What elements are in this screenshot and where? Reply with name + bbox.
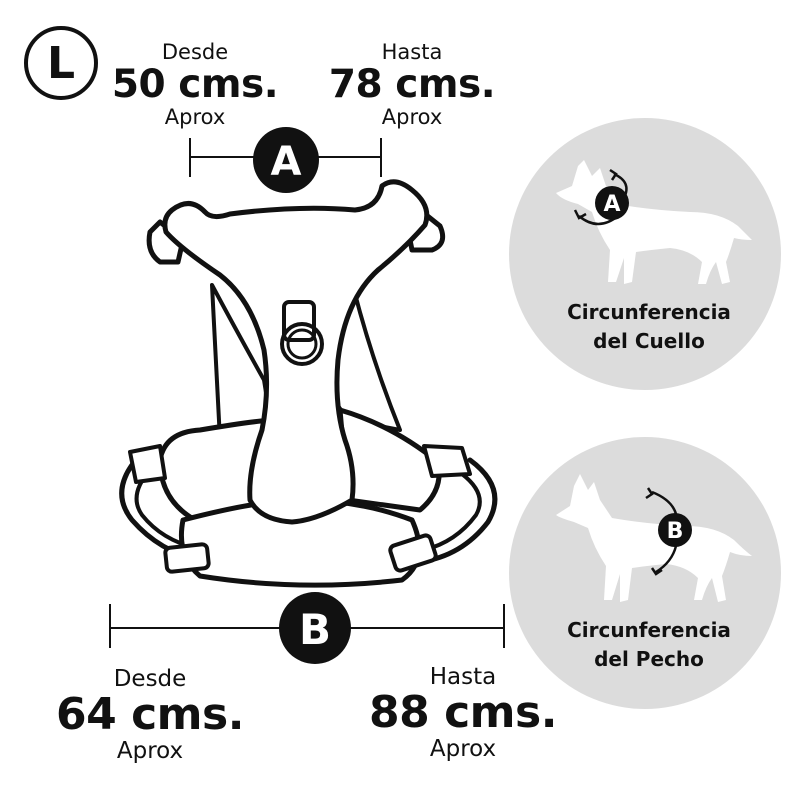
chest-marker: B (279, 592, 351, 664)
neck-to-value: 78 cms. (328, 62, 496, 107)
chest-circle-label-line1: Circunferencia (567, 618, 731, 642)
chest-to-value: 88 cms. (369, 687, 557, 738)
neck-to-suffix: Aprox (381, 105, 443, 129)
neck-from-prefix: Desde (161, 40, 229, 64)
neck-to-measurement: Hasta 78 cms. Aprox (322, 42, 502, 128)
size-label: L (46, 37, 76, 89)
neck-marker-letter: A (271, 139, 302, 185)
neck-from-measurement: Desde 50 cms. Aprox (105, 42, 285, 128)
size-badge: L (24, 26, 98, 100)
chest-to-prefix: Hasta (429, 664, 497, 690)
chest-circle-label: Circunferencia del Pecho (549, 616, 749, 674)
neck-to-prefix: Hasta (381, 40, 443, 64)
neck-from-suffix: Aprox (164, 105, 226, 129)
chest-from-prefix: Desde (113, 666, 187, 692)
neck-circle-label-line1: Circunferencia (567, 300, 731, 324)
chest-marker-letter: B (299, 605, 331, 654)
chest-from-suffix: Aprox (116, 738, 184, 764)
chest-circle-label-line2: del Pecho (594, 647, 704, 671)
harness-illustration (119, 179, 498, 588)
neck-circle-marker: A (595, 186, 629, 220)
chest-from-value: 64 cms. (56, 689, 244, 740)
neck-from-value: 50 cms. (111, 62, 279, 107)
chest-curved-arrow-icon (645, 487, 678, 576)
neck-marker: A (253, 127, 319, 193)
chest-from-measurement: Desde 64 cms. Aprox (45, 668, 255, 763)
chest-to-suffix: Aprox (429, 736, 497, 762)
chest-circle-marker-letter: B (667, 519, 684, 544)
neck-circle-marker-letter: A (603, 192, 620, 217)
neck-circle-label-line2: del Cuello (593, 329, 705, 353)
dog-silhouette-icon (556, 474, 752, 602)
neck-circle-label: Circunferencia del Cuello (549, 298, 749, 356)
chest-circle-marker: B (658, 513, 692, 547)
chest-to-measurement: Hasta 88 cms. Aprox (358, 666, 568, 761)
